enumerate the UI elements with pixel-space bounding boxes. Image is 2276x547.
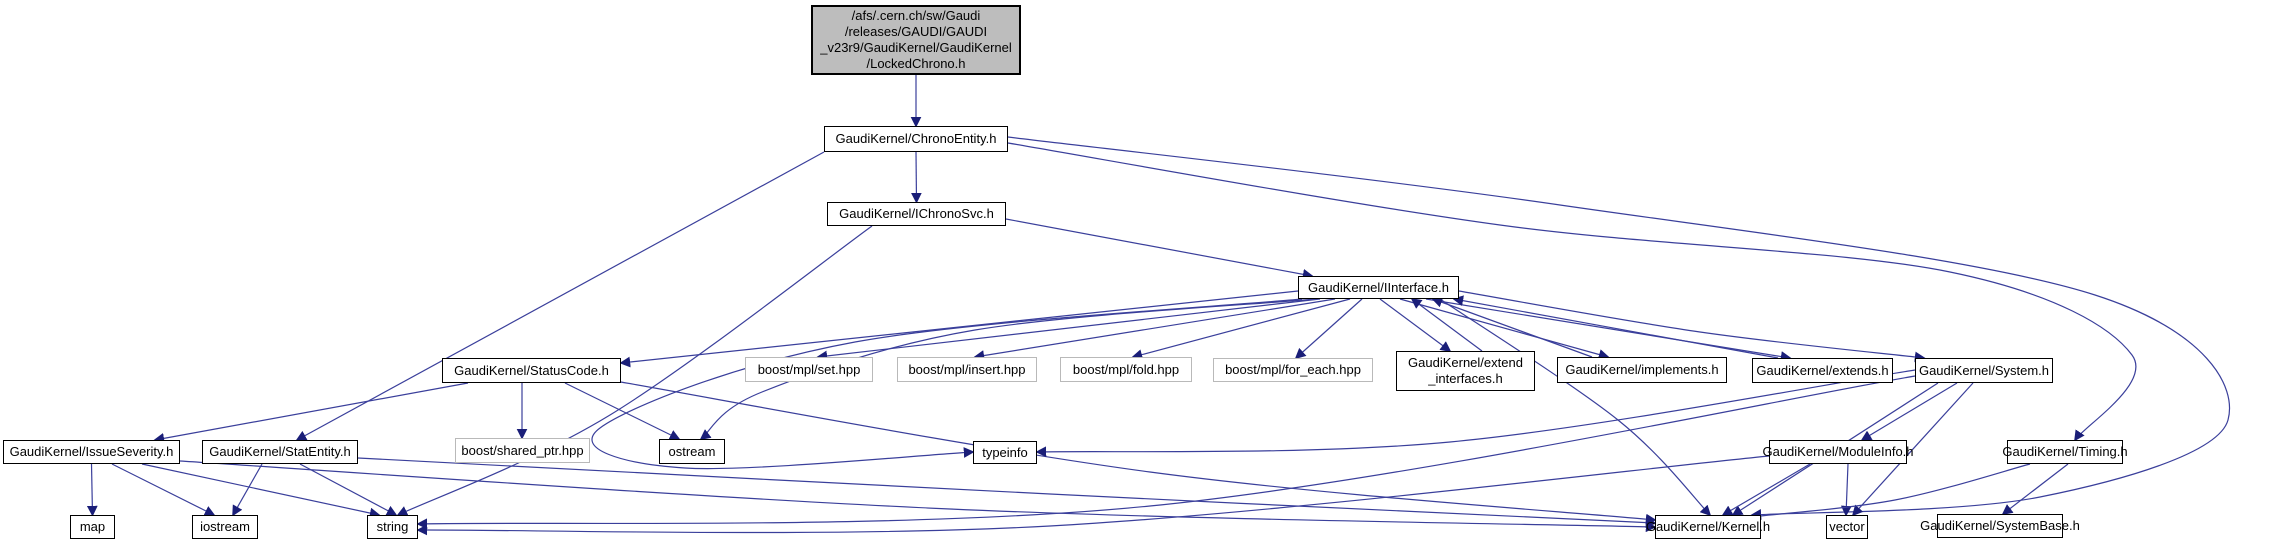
edge-moduleinfo-string: [416, 455, 1770, 536]
node-ichronosvc[interactable]: GaudiKernel/IChronoSvc.h: [827, 202, 1006, 226]
node-extend-interfaces[interactable]: GaudiKernel/extend _interfaces.h: [1396, 351, 1535, 391]
node-statentity[interactable]: GaudiKernel/StatEntity.h: [202, 440, 358, 464]
edge-iinterface-mpl_insert: [973, 298, 1336, 361]
edge-moduleinfo-kernel: [1721, 463, 1811, 516]
node-timing[interactable]: GaudiKernel/Timing.h: [2002, 440, 2128, 464]
node-boost-shared-ptr: boost/shared_ptr.hpp: [455, 438, 590, 463]
node-typeinfo[interactable]: typeinfo: [973, 441, 1037, 464]
edge-stat_entity-kernel: [357, 457, 1657, 528]
edge-issueseverity-map: [86, 463, 98, 517]
node-chronoentity[interactable]: GaudiKernel/ChronoEntity.h: [824, 126, 1008, 152]
node-systembase[interactable]: GaudiKernel/SystemBase.h: [1920, 514, 2080, 538]
edge-ichronosvc-iinterface: [1005, 218, 1314, 280]
edge-timing-systembase: [2001, 463, 2069, 515]
edge-iinterface-system: [1458, 290, 1926, 363]
node-moduleinfo[interactable]: GaudiKernel/ModuleInfo.h: [1762, 440, 1914, 464]
edge-system-string: [416, 375, 1916, 530]
node-boost-mpl-for-each: boost/mpl/for_each.hpp: [1213, 358, 1373, 382]
edge-chrono_entity-timing: [1007, 142, 2137, 442]
edge-iinterface-extend_interfaces: [1379, 298, 1452, 352]
node-ostream[interactable]: ostream: [659, 439, 725, 464]
edge-stat_entity-iostream: [232, 463, 263, 517]
node-implements[interactable]: GaudiKernel/implements.h: [1557, 357, 1727, 383]
edge-timing-kernel: [1748, 463, 2031, 522]
edge-issueseverity-iostream: [111, 463, 216, 516]
node-extends[interactable]: GaudiKernel/extends.h: [1752, 358, 1893, 383]
edge-iinterface-implements: [1399, 298, 1610, 360]
edge-chrono_entity-stat_entity: [295, 151, 825, 441]
edge-moduleinfo-vector: [1840, 463, 1852, 517]
edge-implements-iinterface: [1431, 297, 1593, 358]
edge-chrono_entity-ichronosvc: [911, 151, 922, 204]
node-map[interactable]: map: [70, 515, 115, 539]
node-issueseverity[interactable]: GaudiKernel/IssueSeverity.h: [3, 440, 180, 464]
edge-iinterface-kernel: [1439, 298, 1712, 517]
node-boost-mpl-set: boost/mpl/set.hpp: [745, 357, 873, 382]
node-iinterface[interactable]: GaudiKernel/IInterface.h: [1298, 276, 1459, 299]
edge-issueseverity-string: [141, 463, 381, 519]
edge-iinterface-mpl_fold: [1131, 298, 1351, 360]
edge-statuscode-kernel: [614, 380, 1657, 525]
edge-iinterface-mpl_set: [816, 298, 1321, 362]
edge-statuscode-issueseverity: [153, 382, 469, 444]
node-boost-mpl-fold: boost/mpl/fold.hpp: [1060, 357, 1192, 382]
edge-extends-iinterface: [1452, 295, 1779, 359]
node-statuscode[interactable]: GaudiKernel/StatusCode.h: [442, 358, 621, 383]
edge-iinterface-statuscode: [619, 290, 1299, 368]
edge-extend_interfaces-iinterface: [1410, 298, 1483, 352]
node-vector[interactable]: vector: [1826, 515, 1868, 539]
node-kernel[interactable]: GaudiKernel/Kernel.h: [1646, 515, 1770, 539]
edge-stat_entity-string: [299, 463, 398, 516]
node-boost-mpl-insert: boost/mpl/insert.hpp: [897, 357, 1037, 382]
edge-statuscode-ostream: [564, 382, 681, 440]
node-system[interactable]: GaudiKernel/System.h: [1915, 358, 2053, 383]
node-lockedchrono-root: /afs/.cern.ch/sw/Gaudi /releases/GAUDI/G…: [811, 5, 1021, 75]
edge-iinterface-mpl_for_each: [1294, 298, 1363, 360]
edge-iinterface-extends: [1425, 298, 1792, 362]
edge-system-moduleinfo: [1860, 382, 1958, 441]
node-iostream[interactable]: iostream: [192, 515, 258, 539]
node-string[interactable]: string: [367, 515, 418, 539]
